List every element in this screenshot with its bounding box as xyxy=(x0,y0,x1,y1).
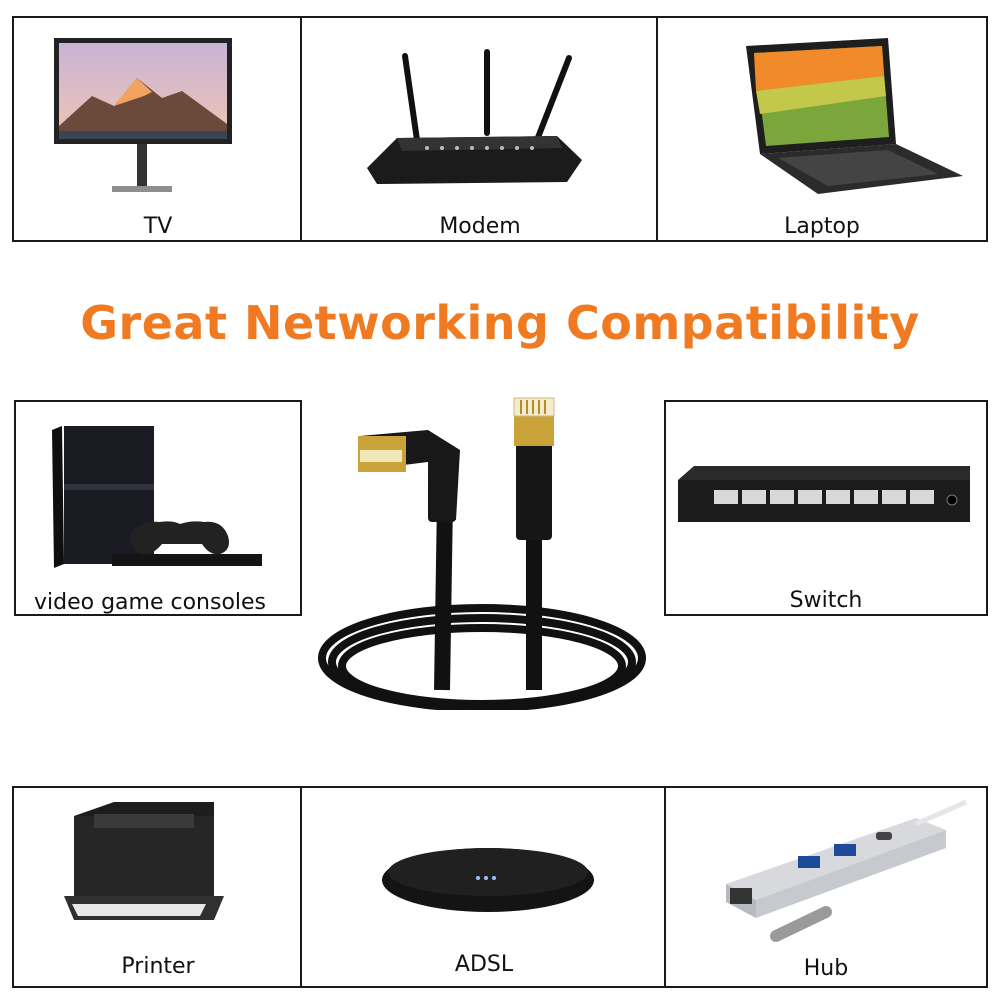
device-card-adsl: ADSL xyxy=(300,786,668,988)
device-card-modem: Modem xyxy=(300,16,660,242)
device-label: Laptop xyxy=(784,214,860,239)
tv-icon xyxy=(54,38,232,192)
usb-hub-icon xyxy=(726,799,968,942)
device-label: Switch xyxy=(789,588,863,613)
game-console-icon xyxy=(52,426,262,568)
device-label: Printer xyxy=(121,954,195,979)
device-label: TV xyxy=(143,214,173,239)
device-label: video game consoles xyxy=(34,590,267,615)
device-card-switch: Switch xyxy=(664,400,988,616)
adsl-box-icon xyxy=(382,848,594,912)
device-card-laptop: Laptop xyxy=(656,16,988,242)
headline: Great Networking Compatibility xyxy=(80,296,920,350)
router-icon xyxy=(367,49,582,184)
printer-icon xyxy=(64,802,224,920)
ethernet-cable-icon xyxy=(318,397,646,710)
device-label: ADSL xyxy=(454,952,514,977)
device-label: Modem xyxy=(439,214,521,239)
device-card-hub: Hub xyxy=(664,786,988,988)
device-card-printer: Printer xyxy=(12,786,304,988)
device-card-console: video game consoles xyxy=(14,400,302,616)
device-label: Hub xyxy=(803,956,849,981)
laptop-icon xyxy=(746,38,963,194)
device-card-tv: TV xyxy=(12,16,304,242)
network-switch-icon xyxy=(678,466,970,522)
